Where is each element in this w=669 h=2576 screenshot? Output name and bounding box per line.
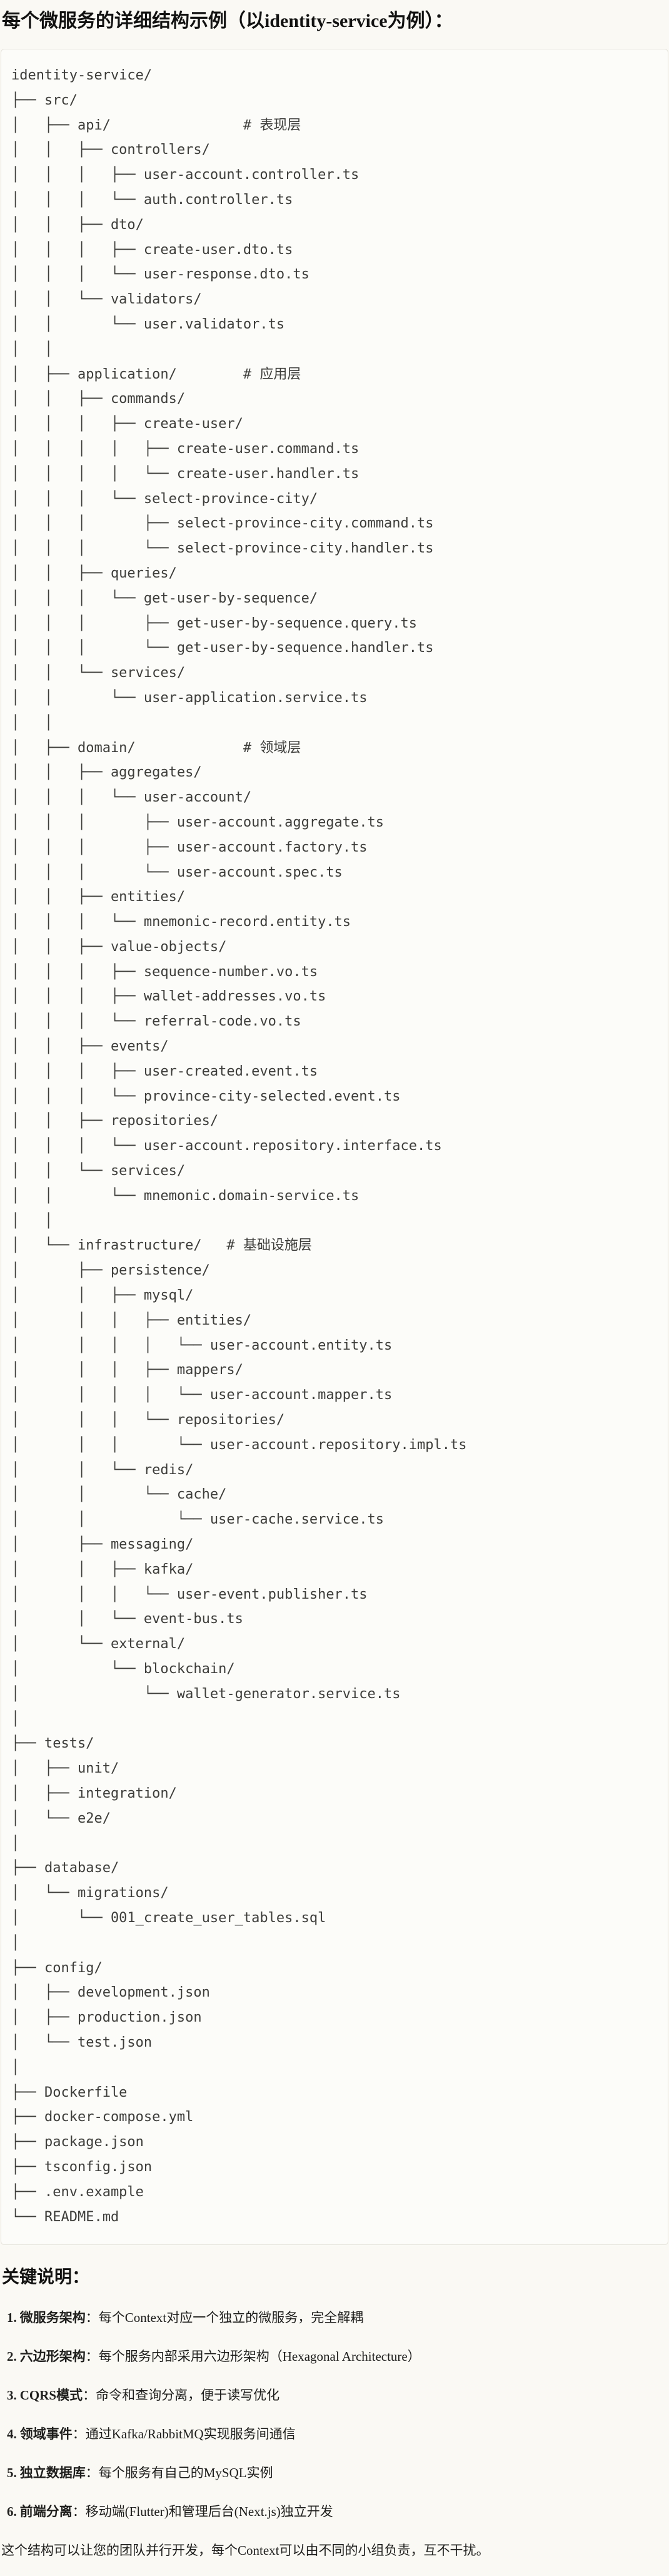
note-text: ：每个服务内部采用六边形架构（Hexagonal Architecture） bbox=[85, 2349, 421, 2365]
note-text: ：命令和查询分离，便于读写优化 bbox=[83, 2388, 280, 2403]
note-item-hexagonal: 2.六边形架构：每个服务内部采用六边形架构（Hexagonal Architec… bbox=[7, 2348, 668, 2365]
note-number: 5. bbox=[7, 2465, 17, 2481]
note-number: 4. bbox=[7, 2426, 17, 2442]
note-term: 微服务架构 bbox=[19, 2310, 86, 2326]
note-item-frontend-separation: 6.前端分离：移动端(Flutter)和管理后台(Next.js)独立开发 bbox=[7, 2503, 668, 2520]
note-number: 6. bbox=[7, 2504, 17, 2520]
note-term: 独立数据库 bbox=[19, 2465, 86, 2481]
note-text: ：每个服务有自己的MySQL实例 bbox=[85, 2465, 273, 2481]
note-item-domain-events: 4.领域事件：通过Kafka/RabbitMQ实现服务间通信 bbox=[7, 2425, 668, 2443]
note-text: ：每个Context对应一个独立的微服务，完全解耦 bbox=[85, 2310, 364, 2326]
note-number: 2. bbox=[7, 2349, 17, 2365]
directory-tree: identity-service/ ├── src/ │ ├── api/ # … bbox=[11, 68, 467, 2225]
note-term: 前端分离 bbox=[19, 2504, 73, 2520]
note-text: ：移动端(Flutter)和管理后台(Next.js)独立开发 bbox=[72, 2504, 333, 2520]
note-number: 3. bbox=[7, 2388, 17, 2403]
notes-list: 1.微服务架构：每个Context对应一个独立的微服务，完全解耦 2.六边形架构… bbox=[1, 2309, 668, 2520]
note-item-microservice: 1.微服务架构：每个Context对应一个独立的微服务，完全解耦 bbox=[7, 2309, 668, 2326]
note-term: CQRS模式 bbox=[19, 2388, 83, 2403]
notes-heading: 关键说明： bbox=[2, 2268, 90, 2288]
code-block: identity-service/ ├── src/ │ ├── api/ # … bbox=[1, 49, 668, 2246]
note-item-independent-db: 5.独立数据库：每个服务有自己的MySQL实例 bbox=[7, 2464, 668, 2482]
note-term: 领域事件 bbox=[19, 2426, 73, 2442]
note-item-cqrs: 3.CQRS模式：命令和查询分离，便于读写优化 bbox=[7, 2386, 668, 2404]
note-number: 1. bbox=[7, 2310, 17, 2326]
note-text: ：通过Kafka/RabbitMQ实现服务间通信 bbox=[72, 2426, 296, 2442]
page-title: 每个微服务的详细结构示例（以identity-service为例）： bbox=[2, 11, 453, 31]
note-term: 六边形架构 bbox=[19, 2349, 86, 2365]
notes-footer: 这个结构可以让您的团队并行开发，每个Context可以由不同的小组负责，互不干扰… bbox=[1, 2543, 490, 2558]
